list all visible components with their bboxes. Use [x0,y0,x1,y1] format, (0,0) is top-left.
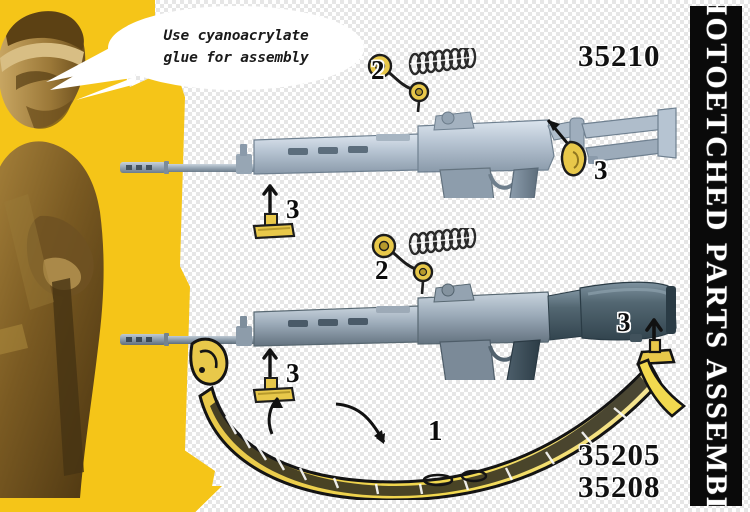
rifle-bottom [118,250,678,397]
sling-pointer-arrow [332,400,412,461]
soldier-photo [0,2,148,502]
part-number-bottom-2: 35208 [578,469,661,504]
tee-bracket-part-top [252,180,314,247]
step-label-1-sling: 1 [428,415,443,447]
step-label-3-bottom-stock: 3 [617,307,631,337]
part-number-top: 35210 [578,38,661,73]
tee-bracket-part-bottom [252,344,314,411]
sling-stock-attachment [632,310,702,425]
step-label-3-top-barrel: 3 [286,194,300,224]
speech-bubble: Use cyanoacrylate glue for assembly [108,6,364,90]
rifle-top [118,78,678,223]
step-label-2-top: 2 [371,55,385,85]
vertical-banner: PHOTOETCHED PARTS ASSEMBLY [690,6,742,506]
sling-end-arrow [252,392,292,443]
speech-bubble-text: Use cyanoacrylate glue for assembly [163,28,309,66]
coil-spring-top [406,45,478,83]
step-label-3-bottom-barrel: 3 [286,358,300,388]
sling-loop-part-top [540,112,620,187]
vertical-banner-text: PHOTOETCHED PARTS ASSEMBLY [700,6,733,506]
sling-swivel-part-bottom [366,232,454,301]
part-number-bottom-1: 35205 [578,437,661,472]
coil-spring-bottom [406,225,478,263]
step-label-3-top-receiver: 3 [594,155,608,185]
step-label-2-bottom: 2 [375,255,389,285]
sling-swivel-part-top [362,52,450,119]
